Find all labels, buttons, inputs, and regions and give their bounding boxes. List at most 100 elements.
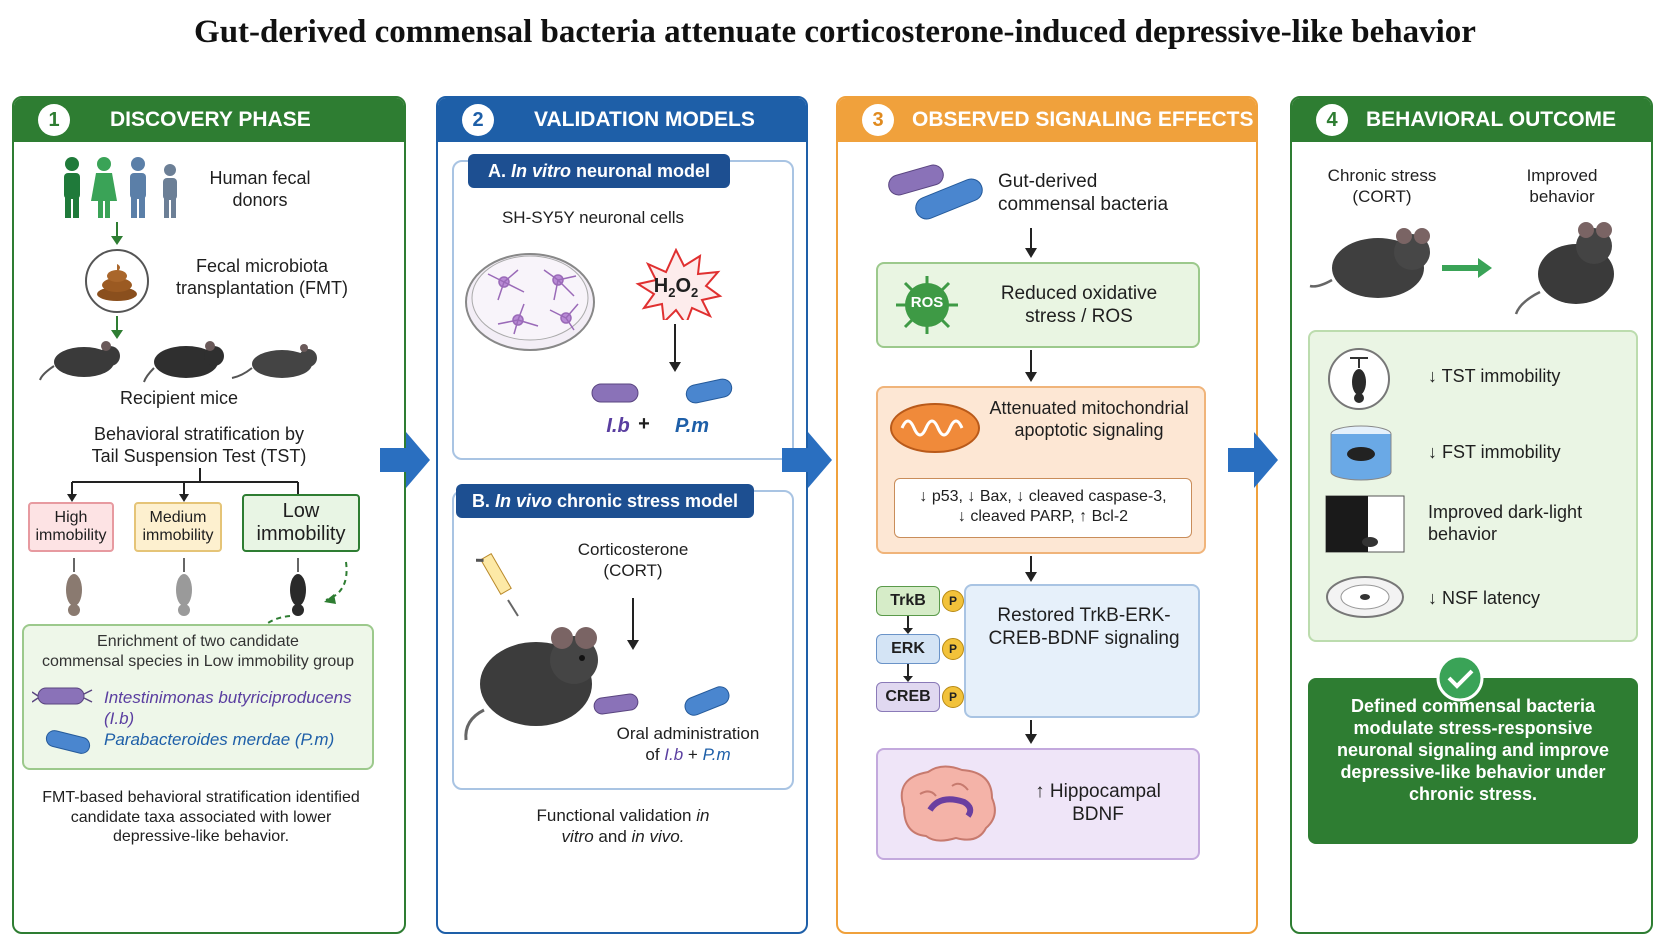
arrow-head	[1025, 572, 1037, 582]
tst-label: ↓ TST immobility	[1428, 366, 1561, 386]
phospho-badge: P	[942, 686, 964, 708]
human-donors-icon	[64, 157, 177, 218]
arrow-shaft	[632, 598, 634, 642]
stool-icon	[85, 249, 149, 313]
restored-signaling-label: Restored TrkB-ERK-CREB-BDNF signaling	[988, 605, 1180, 650]
conclusion-box: Defined commensal bacteria modulate stre…	[1308, 678, 1638, 844]
syringe-icon	[476, 552, 519, 617]
arrow-shaft	[1030, 350, 1032, 374]
medium-immobility-badge: Medium immobility	[134, 502, 222, 552]
arrow-head	[627, 640, 639, 650]
cascade-arrows	[903, 616, 913, 682]
h2o2-label: H2O2	[653, 275, 699, 300]
panel-title: DISCOVERY PHASE	[110, 108, 311, 131]
petri-dish-icon	[465, 253, 595, 351]
ib-label: I.b	[606, 415, 630, 437]
species-pm: Parabacteroides merdae (P.m)	[104, 730, 335, 749]
fst-row: ↓ FST immobility	[1310, 420, 1636, 490]
trkb-node: TrkB	[876, 586, 940, 616]
apoptosis-markers: ↓ p53, ↓ Bax, ↓ cleaved caspase-3, ↓ cle…	[919, 488, 1167, 525]
arrow-head	[669, 362, 681, 372]
cort-label: Corticosterone (CORT)	[577, 540, 689, 580]
trkb-pathway-box: Restored TrkB-ERK-CREB-BDNF signaling	[964, 584, 1200, 718]
behavior-tests-box: ↓ TST immobility ↓ FST immobility Improv…	[1308, 330, 1638, 642]
arrow-head	[1025, 248, 1037, 258]
checkmark-icon	[1436, 654, 1484, 702]
green-arrow-down-icon	[111, 316, 123, 339]
panel-title: OBSERVED SIGNALING EFFECTS	[912, 108, 1254, 131]
pm-bacterium-icon	[45, 730, 91, 754]
dark-light-row: Improved dark-light behavior	[1310, 494, 1636, 564]
commensal-bacteria-icon	[888, 164, 983, 220]
ib-bacterium-icon	[32, 687, 93, 705]
bacteria-label: Gut-derived commensal bacteria	[998, 171, 1169, 216]
healthy-mouse-icon	[1514, 222, 1614, 315]
arrow-head	[1025, 734, 1037, 744]
recipient-mice-label: Recipient mice	[119, 388, 239, 408]
step-number: 3	[862, 104, 894, 136]
mitochondrion-icon	[890, 403, 980, 453]
signaling-effects-panel: 3 OBSERVED SIGNALING EFFECTS Gut-derived…	[836, 96, 1258, 934]
oral-bacteria-icon	[593, 686, 730, 716]
ros-box: ROS Reduced oxidative stress / ROS	[876, 262, 1200, 348]
stressed-mouse-icon	[464, 627, 598, 741]
green-arrow-right-icon	[1442, 258, 1492, 278]
donors-label: Human fecal donors	[209, 168, 311, 210]
panel-header: 1 DISCOVERY PHASE	[14, 98, 404, 142]
bdnf-box: ↑ Hippocampal BDNF	[876, 748, 1200, 860]
nsf-arena-icon	[1326, 576, 1404, 618]
panel-header: 3 OBSERVED SIGNALING EFFECTS	[838, 98, 1256, 142]
arrow-shaft	[1030, 556, 1032, 574]
plus-sign: +	[638, 413, 650, 435]
arrow-shaft	[1030, 720, 1032, 736]
conclusion-text: Defined commensal bacteria modulate stre…	[1336, 696, 1610, 804]
high-immobility-badge: High immobility	[28, 502, 114, 552]
fmt-label: Fecal microbiota transplantation (FMT)	[175, 256, 349, 298]
apoptosis-markers-box: ↓ p53, ↓ Bax, ↓ cleaved caspase-3, ↓ cle…	[894, 478, 1192, 538]
oral-administration-label: Oral administration of I.b + P.m	[616, 724, 760, 764]
step-number: 4	[1316, 104, 1348, 136]
in-vitro-tag: A. In vitro neuronal model	[468, 154, 730, 188]
improved-behavior-label: Improved behavior	[1526, 166, 1598, 206]
enrichment-text: Enrichment of two candidate commensal sp…	[41, 633, 355, 670]
chronic-stress-label: Chronic stress (CORT)	[1327, 166, 1437, 206]
panel1-summary: FMT-based behavioral stratification iden…	[42, 789, 360, 846]
cell-line-label: SH-SY5Y neuronal cells	[501, 208, 685, 227]
validation-models-panel: 2 VALIDATION MODELS A. In vitro neuronal…	[436, 96, 808, 934]
phospho-badge: P	[942, 590, 964, 612]
creb-node: CREB	[876, 682, 940, 712]
in-vivo-tag: B. In vivo chronic stress model	[456, 484, 754, 518]
nsf-label: ↓ NSF latency	[1428, 588, 1541, 608]
flow-arrow-right-icon	[380, 432, 430, 488]
dark-light-box-icon	[1325, 495, 1405, 553]
treatment-bacteria-icon	[591, 378, 733, 404]
behavioral-outcome-panel: 4 BEHAVIORAL OUTCOME Chronic stress (COR…	[1290, 96, 1653, 934]
hanging-mice-icon	[66, 558, 348, 628]
phospho-badge: P	[942, 638, 964, 660]
stratification-label: Behavioral stratification by Tail Suspen…	[91, 424, 307, 466]
flow-arrow-right-icon	[782, 432, 832, 488]
page-title: Gut-derived commensal bacteria attenuate…	[194, 14, 1476, 50]
arrow-shaft	[1030, 228, 1032, 250]
stressed-mouse-icon	[1309, 228, 1430, 298]
tst-row: ↓ TST immobility	[1310, 344, 1636, 414]
flow-arrow-right-icon	[1228, 432, 1278, 488]
panel-title: VALIDATION MODELS	[534, 108, 755, 131]
forced-swim-icon	[1330, 425, 1392, 481]
enrichment-box: Enrichment of two candidate commensal sp…	[22, 624, 374, 770]
panel-header: 2 VALIDATION MODELS	[438, 98, 806, 142]
mitochondria-box: Attenuated mitochondrial apoptotic signa…	[876, 386, 1206, 554]
panel-title: BEHAVIORAL OUTCOME	[1366, 108, 1617, 131]
step-number: 1	[38, 104, 70, 136]
ros-virus-icon	[896, 276, 958, 334]
nsf-row: ↓ NSF latency	[1310, 568, 1636, 638]
arrow-shaft	[674, 324, 676, 364]
step-number: 2	[462, 104, 494, 136]
arrow-head	[1025, 372, 1037, 382]
fst-label: ↓ FST immobility	[1428, 442, 1561, 462]
hanging-mouse-icon	[1350, 357, 1368, 403]
erk-node: ERK	[876, 634, 940, 664]
panel-header: 4 BEHAVIORAL OUTCOME	[1292, 98, 1651, 142]
pm-label: P.m	[674, 415, 710, 437]
dark-light-label: Improved dark-light behavior	[1428, 502, 1583, 544]
